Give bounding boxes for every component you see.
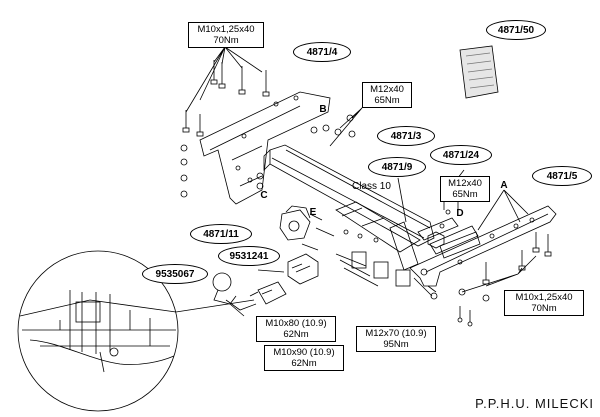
spec-bolt-size: M12x40 (448, 178, 482, 189)
socket-body-shape (287, 253, 319, 285)
spec-torque: 62Nm (291, 358, 317, 369)
spec-torque: 65Nm (374, 95, 400, 106)
spec-bolt-size: M10x80 (10.9) (265, 318, 327, 329)
spec-top-mid: M12x40 65Nm (362, 82, 412, 108)
part-label-4871-4: 4871/4 (293, 42, 351, 62)
spec-torque: 62Nm (283, 329, 309, 340)
spec-m10x90: M10x90 (10.9) 62Nm (264, 345, 344, 371)
spec-torque: 95Nm (383, 339, 409, 350)
spec-right-bottom: M10x1,25x40 70Nm (504, 290, 584, 316)
right-bracket-shape (409, 205, 557, 287)
spec-m12x70: M12x70 (10.9) 95Nm (356, 326, 436, 352)
spec-bolt-size: M10x1,25x40 (515, 292, 573, 303)
part-label-4871-24: 4871/24 (430, 145, 492, 165)
part-label-4871-50: 4871/50 (486, 20, 546, 40)
spec-right-mid: M12x40 65Nm (440, 176, 490, 202)
marker-a: A (500, 180, 508, 191)
spec-bolt-size: M10x1,25x40 (197, 24, 255, 35)
spec-torque: 65Nm (452, 189, 478, 200)
part-label-4871-9: 4871/9 (368, 157, 426, 177)
class-label: Class 10 (352, 181, 391, 192)
marker-c: C (260, 190, 268, 201)
spec-torque: 70Nm (213, 35, 239, 46)
part-label-9535067: 9535067 (142, 264, 208, 284)
detail-zoom-circle (17, 250, 179, 412)
manufacturer-footer: P.P.H.U. MILECKI (475, 396, 594, 411)
part-label-4871-3: 4871/3 (377, 126, 435, 146)
marker-d: D (456, 208, 464, 219)
socket-bracket-shape (279, 209, 311, 241)
part-label-4871-11: 4871/11 (190, 224, 252, 244)
marker-b: B (319, 104, 327, 115)
spec-bolt-size: M10x90 (10.9) (273, 347, 335, 358)
spec-bolt-size: M12x70 (10.9) (365, 328, 427, 339)
part-label-4871-5: 4871/5 (532, 166, 592, 186)
spec-top-left: M10x1,25x40 70Nm (188, 22, 264, 48)
spec-m10x80: M10x80 (10.9) 62Nm (256, 316, 336, 342)
tow-ball-shape (212, 272, 257, 317)
spec-bolt-size: M12x40 (370, 84, 404, 95)
mounting-leaflet-icon (459, 45, 499, 99)
marker-e: E (309, 207, 317, 218)
part-label-9531241: 9531241 (218, 246, 280, 266)
left-bracket-shape (199, 91, 331, 205)
spec-torque: 70Nm (531, 303, 557, 314)
